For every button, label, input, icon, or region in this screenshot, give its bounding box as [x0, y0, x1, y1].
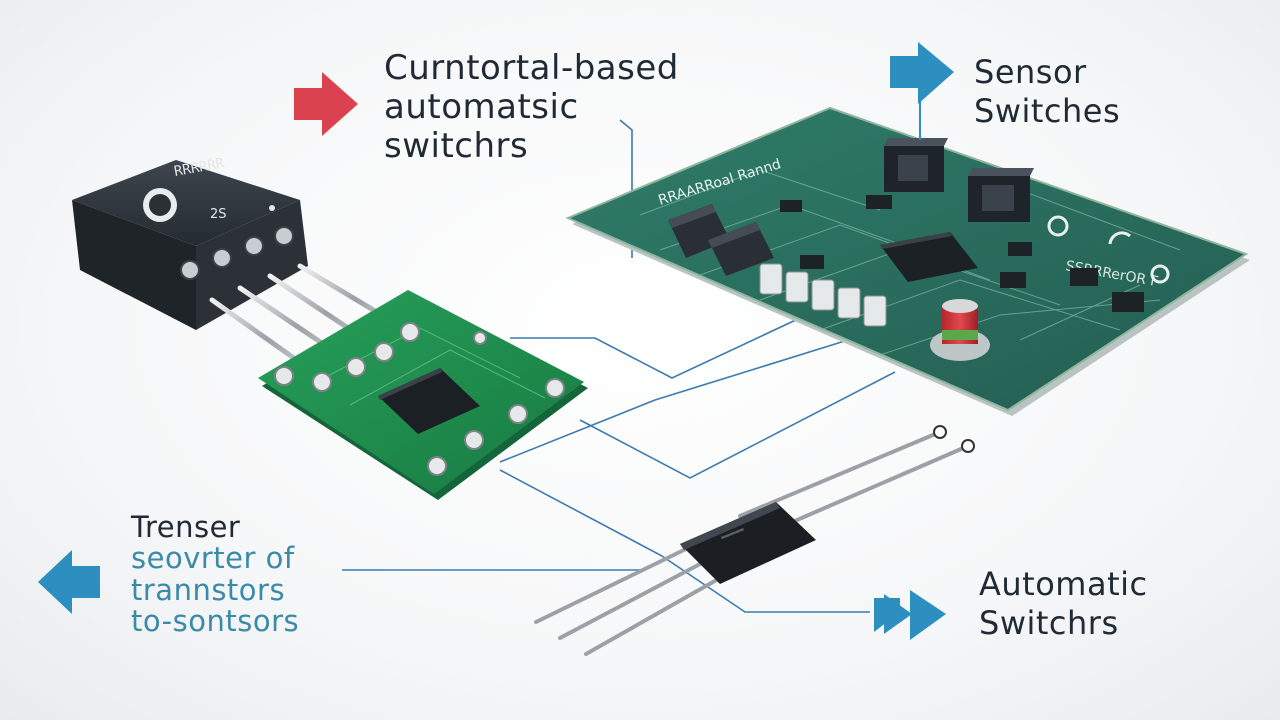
- smd-chip: [780, 200, 802, 212]
- callout-bottom-left: Trenser seovrter of trannstors to-sontso…: [131, 510, 300, 638]
- smd-chip: [1070, 268, 1098, 286]
- main-circuit-board: RRAARRoal Rannd SSRRRerOR F: [565, 106, 1250, 416]
- board-relay: [708, 222, 774, 276]
- smd-chip: [1112, 292, 1144, 312]
- callout-line: Automatic: [979, 565, 1148, 603]
- callout-line: Switches: [974, 92, 1121, 131]
- right-arrow-icon: [294, 72, 358, 136]
- callout-line: switchrs: [384, 125, 529, 166]
- callout-line: trannstors: [131, 572, 286, 607]
- callout-line: Switchrs: [979, 604, 1119, 643]
- electrolytic-capacitor: [930, 299, 990, 361]
- solder-pads: [274, 322, 565, 476]
- relay-module: RRRRRR 2S: [72, 155, 308, 330]
- smd-chip: [1000, 272, 1026, 288]
- left-arrow-icon: [38, 550, 100, 614]
- board-logo-icon: [1047, 215, 1170, 284]
- microcontroller-chip: [880, 232, 978, 282]
- double-right-arrow-icon: [874, 590, 946, 640]
- transistor: ▬▬▬▬▬: [680, 502, 816, 584]
- callout-line: Sensor: [974, 53, 1087, 91]
- callout-bottom-right: Automatic Switchrs: [979, 565, 1148, 643]
- connector-line: [579, 371, 896, 479]
- relay-side-marking: 2S: [210, 207, 227, 222]
- callout-line: automatsic: [384, 86, 579, 127]
- connector-line: [499, 469, 870, 613]
- callout-line: seovrter of: [131, 541, 295, 576]
- callout-line: to-sontsors: [131, 603, 300, 638]
- connector-line: [510, 317, 801, 379]
- driver-ic: [378, 368, 480, 434]
- sensor-switch: [968, 168, 1034, 222]
- driver-board: [258, 290, 588, 500]
- connector-lines: [342, 119, 896, 613]
- callout-top-center: Curntortal-based automatsic switchrs: [384, 49, 679, 165]
- transistor-leads: [534, 430, 970, 656]
- callout-line: Curntortal-based: [384, 48, 679, 88]
- right-arrow-icon: [890, 42, 954, 140]
- callout-top-right: Sensor Switches: [974, 53, 1120, 131]
- connector-line: [499, 339, 849, 463]
- silver-component-row: [759, 263, 887, 327]
- smd-chip: [1008, 242, 1032, 256]
- smd-chip: [800, 255, 824, 269]
- sensor-switch: [884, 138, 948, 192]
- smd-chip: [866, 195, 892, 209]
- callout-line: Trenser: [131, 510, 241, 544]
